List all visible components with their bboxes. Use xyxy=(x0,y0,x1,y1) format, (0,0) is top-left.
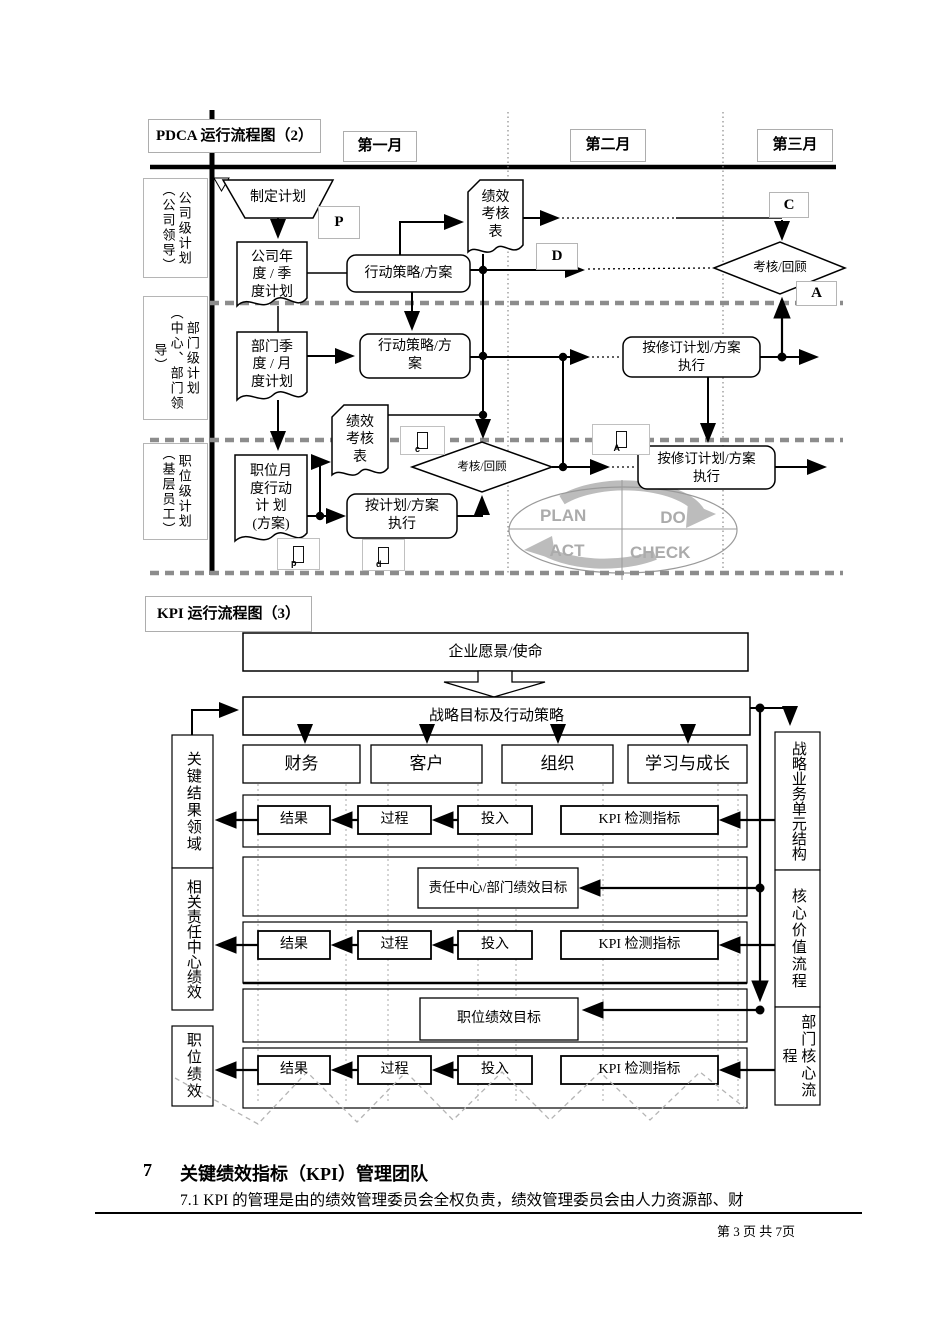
dept-plan-label: 部门季 度 / 月 度计划 xyxy=(251,339,293,390)
page-number: 第 3 页 共 7页 xyxy=(716,1224,795,1239)
exec-plan-label: 按计划/方案 执行 xyxy=(365,498,439,532)
kpi-metric-label-1: KPI 检测指标 xyxy=(598,812,681,828)
section-heading: 关键绩效指标（KPI）管理团队 xyxy=(180,1164,428,1184)
watermark-check-label: CHECK xyxy=(630,543,691,562)
perf-form-2-doc-shape xyxy=(331,404,389,477)
watermark-act-label: ACT xyxy=(549,541,585,560)
left-label-responsibility-center: 相关责任中心绩效 xyxy=(184,879,201,999)
strategy-box-shape xyxy=(242,696,751,736)
left-label-key-result-area: 关键结果领域 xyxy=(184,750,201,853)
perspective-organization-label: 组织 xyxy=(540,754,575,774)
section-number: 7 xyxy=(143,1160,152,1180)
perf-form-1-doc-shape xyxy=(467,179,524,254)
perf-form-2-label: 绩效 考核 表 xyxy=(346,414,374,465)
process-label-1: 过程 xyxy=(380,812,409,828)
dept-target-label: 责任中心/部门绩效目标 xyxy=(428,879,568,895)
right-label-dept-core-flow: 部门核心流程 xyxy=(780,1013,816,1099)
watermark-do-label: DO xyxy=(660,508,686,527)
placeholder-glyph-a: A xyxy=(592,424,650,455)
letter-a-badge: A xyxy=(796,281,837,306)
placeholder-glyph-d: d xyxy=(362,539,405,571)
vision-label: 企业愿景/使命 xyxy=(448,643,543,660)
position-plan-doc-shape xyxy=(234,454,308,543)
position-plan-label: 职位月 度行动 计 划 (方案) xyxy=(250,464,292,532)
zigzag-divider xyxy=(174,1071,746,1125)
lane-company-label: 公司级计划 （公司领导） xyxy=(143,178,208,278)
letter-d-badge: D xyxy=(536,243,578,270)
kpi-metric-label-3: KPI 检测指标 xyxy=(598,1062,681,1078)
perf-form-1-label: 绩效 考核 表 xyxy=(481,189,510,240)
process-label-3: 过程 xyxy=(380,1062,409,1078)
kpi-diagram-lines xyxy=(171,632,821,1125)
right-label-strategic-unit: 战略业务单元结构 xyxy=(789,741,806,861)
input-label-3: 投入 xyxy=(481,1062,509,1078)
placeholder-glyph-c: c xyxy=(400,426,445,455)
action-plan-1-label: 行动策略/方案 xyxy=(364,265,453,281)
revised-exec-1-label: 按修订计划/方案 执行 xyxy=(642,340,741,373)
company-plan-doc-shape xyxy=(236,241,308,308)
kpi-title: KPI 运行流程图（3） xyxy=(145,596,312,632)
pdca-cycle-watermark-icon xyxy=(508,480,738,580)
revised-exec-2-label: 按修订计划/方案 执行 xyxy=(657,450,756,484)
input-label-2: 投入 xyxy=(481,937,509,953)
watermark-plan-label: PLAN xyxy=(540,506,587,525)
make-plan-shape xyxy=(221,179,335,219)
review-2-label: 考核/回顾 xyxy=(457,460,507,473)
letter-p-badge: P xyxy=(318,206,360,239)
right-label-core-value-flow: 核心价值流程 xyxy=(789,887,806,990)
lane-position-label: 职位级计划 （基层员工） xyxy=(143,443,208,540)
big-down-arrow-icon xyxy=(443,670,546,698)
result-label-2: 结果 xyxy=(280,937,308,953)
perspective-finance-label: 财务 xyxy=(284,754,319,774)
lane-department-label: 部门级计划 （中心、部门领导） xyxy=(143,296,208,420)
month-3-label: 第三月 xyxy=(757,129,833,162)
result-label-1: 结果 xyxy=(280,812,308,828)
perspective-learning-label: 学习与成长 xyxy=(645,754,730,774)
month-1-label: 第一月 xyxy=(343,131,417,162)
section-body-text: 7.1 KPI 的管理是由的绩效管理委员会全权负责，绩效管理委员会由人力资源部、… xyxy=(180,1192,744,1209)
position-target-label: 职位绩效目标 xyxy=(457,1011,541,1027)
make-plan-label: 制定计划 xyxy=(250,190,306,206)
process-label-2: 过程 xyxy=(380,937,409,953)
dept-plan-doc-shape xyxy=(236,331,308,402)
input-label-1: 投入 xyxy=(481,812,509,828)
result-label-3: 结果 xyxy=(280,1062,308,1078)
review-1-label: 考核/回顾 xyxy=(753,260,807,275)
month-2-label: 第二月 xyxy=(570,129,646,162)
letter-c-badge: C xyxy=(769,192,809,218)
perspective-customer-label: 客户 xyxy=(409,754,444,774)
kpi-metric-label-2: KPI 检测指标 xyxy=(598,937,681,953)
pdca-diagram-lines xyxy=(150,110,848,580)
pdca-title: PDCA 运行流程图（2） xyxy=(148,119,321,153)
strategy-label: 战略目标及行动策略 xyxy=(428,707,564,724)
company-plan-label: 公司年 度 / 季 度计划 xyxy=(251,249,293,300)
placeholder-glyph-p: p xyxy=(277,538,320,570)
left-label-position-performance: 职位绩效 xyxy=(184,1032,201,1100)
action-plan-2-label: 行动策略/方 案 xyxy=(378,338,452,372)
